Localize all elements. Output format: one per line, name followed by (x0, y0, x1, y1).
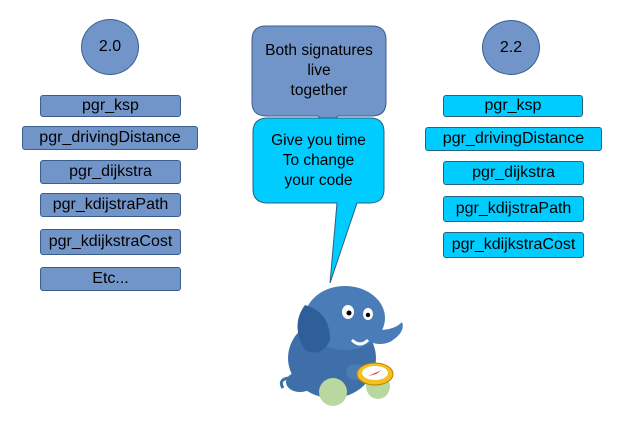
speech-bubble-bottom (252, 117, 385, 284)
function-box-right: pgr_kdijkstraCost (443, 232, 584, 258)
function-box-left: pgr_drivingDistance (22, 126, 198, 150)
function-box-left: pgr_ksp (40, 95, 181, 117)
version-circle-right: 2.2 (482, 20, 540, 75)
bubble-bottom-text: Give you time To change your code (271, 132, 366, 189)
version-circle-left: 2.0 (81, 19, 139, 75)
elephant-mascot-icon (279, 286, 403, 406)
function-box-right: pgr_dijkstra (443, 161, 584, 185)
version-label-right: 2.2 (499, 38, 523, 56)
bubble-top-text: Both signatures live together (265, 42, 373, 99)
function-box-right: pgr_drivingDistance (425, 127, 602, 151)
version-label-left: 2.0 (98, 38, 122, 55)
function-box-right: pgr_kdijstraPath (443, 196, 584, 222)
function-box-left: pgr_dijkstra (40, 160, 181, 184)
function-box-left: pgr_kdijkstraCost (40, 229, 181, 255)
function-box-left: Etc... (40, 267, 181, 291)
function-box-left: pgr_kdijstraPath (40, 193, 181, 217)
function-box-right: pgr_ksp (443, 95, 583, 117)
